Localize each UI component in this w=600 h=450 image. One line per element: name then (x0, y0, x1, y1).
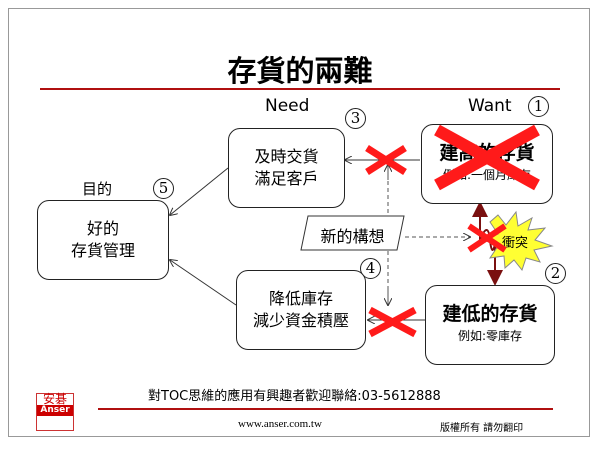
number-5: 5 (153, 178, 174, 199)
cross-icon-need-bottom (368, 306, 417, 338)
number-2: 2 (545, 263, 566, 284)
contact-text: 對TOC思維的應用有興趣者歡迎聯絡:03-5612888 (148, 389, 441, 404)
want-label: Want (468, 96, 512, 116)
need-top-box: 及時交貨 滿足客戶 (228, 128, 345, 208)
title-divider (40, 88, 560, 90)
goal-box: 好的 存貨管理 (37, 200, 169, 280)
want-bottom-line2: 例如:零庫存 (457, 329, 523, 343)
footer-divider (98, 408, 553, 410)
number-4: 4 (360, 258, 381, 279)
arrow-needtop-goal (170, 167, 229, 215)
new-idea-shape: 新的構想 (300, 215, 405, 251)
need-bottom-box: 降低庫存 減少資金積壓 (236, 270, 366, 350)
need-top-line1: 及時交貨 (254, 147, 319, 166)
need-top-line2: 滿足客戶 (254, 169, 319, 188)
cross-icon-want-top (434, 124, 540, 191)
number-1: 1 (528, 96, 549, 117)
need-label: Need (265, 96, 310, 116)
page-title: 存貨的兩難 (227, 54, 373, 88)
cross-icon-need-top (365, 145, 407, 175)
slide-frame (8, 8, 590, 437)
website-link[interactable]: www.anser.com.tw (238, 418, 322, 430)
conflict-label: 衝突 (502, 236, 529, 251)
new-idea-label: 新的構想 (320, 227, 385, 246)
arrow-needbottom-goal (170, 260, 237, 306)
cross-icon-conflict (467, 223, 507, 253)
need-bottom-line2: 減少資金積壓 (252, 311, 349, 330)
want-bottom-line1: 建低的存貨 (442, 303, 538, 325)
goal-line2: 存貨管理 (70, 241, 135, 260)
goal-line1: 好的 (86, 219, 119, 238)
need-bottom-line1: 降低庫存 (268, 289, 333, 308)
number-3: 3 (345, 108, 366, 129)
copyright-text: 版權所有 請勿翻印 (440, 423, 524, 434)
goal-label: 目的 (82, 180, 113, 198)
want-bottom-box: 建低的存貨 例如:零庫存 (425, 285, 555, 365)
